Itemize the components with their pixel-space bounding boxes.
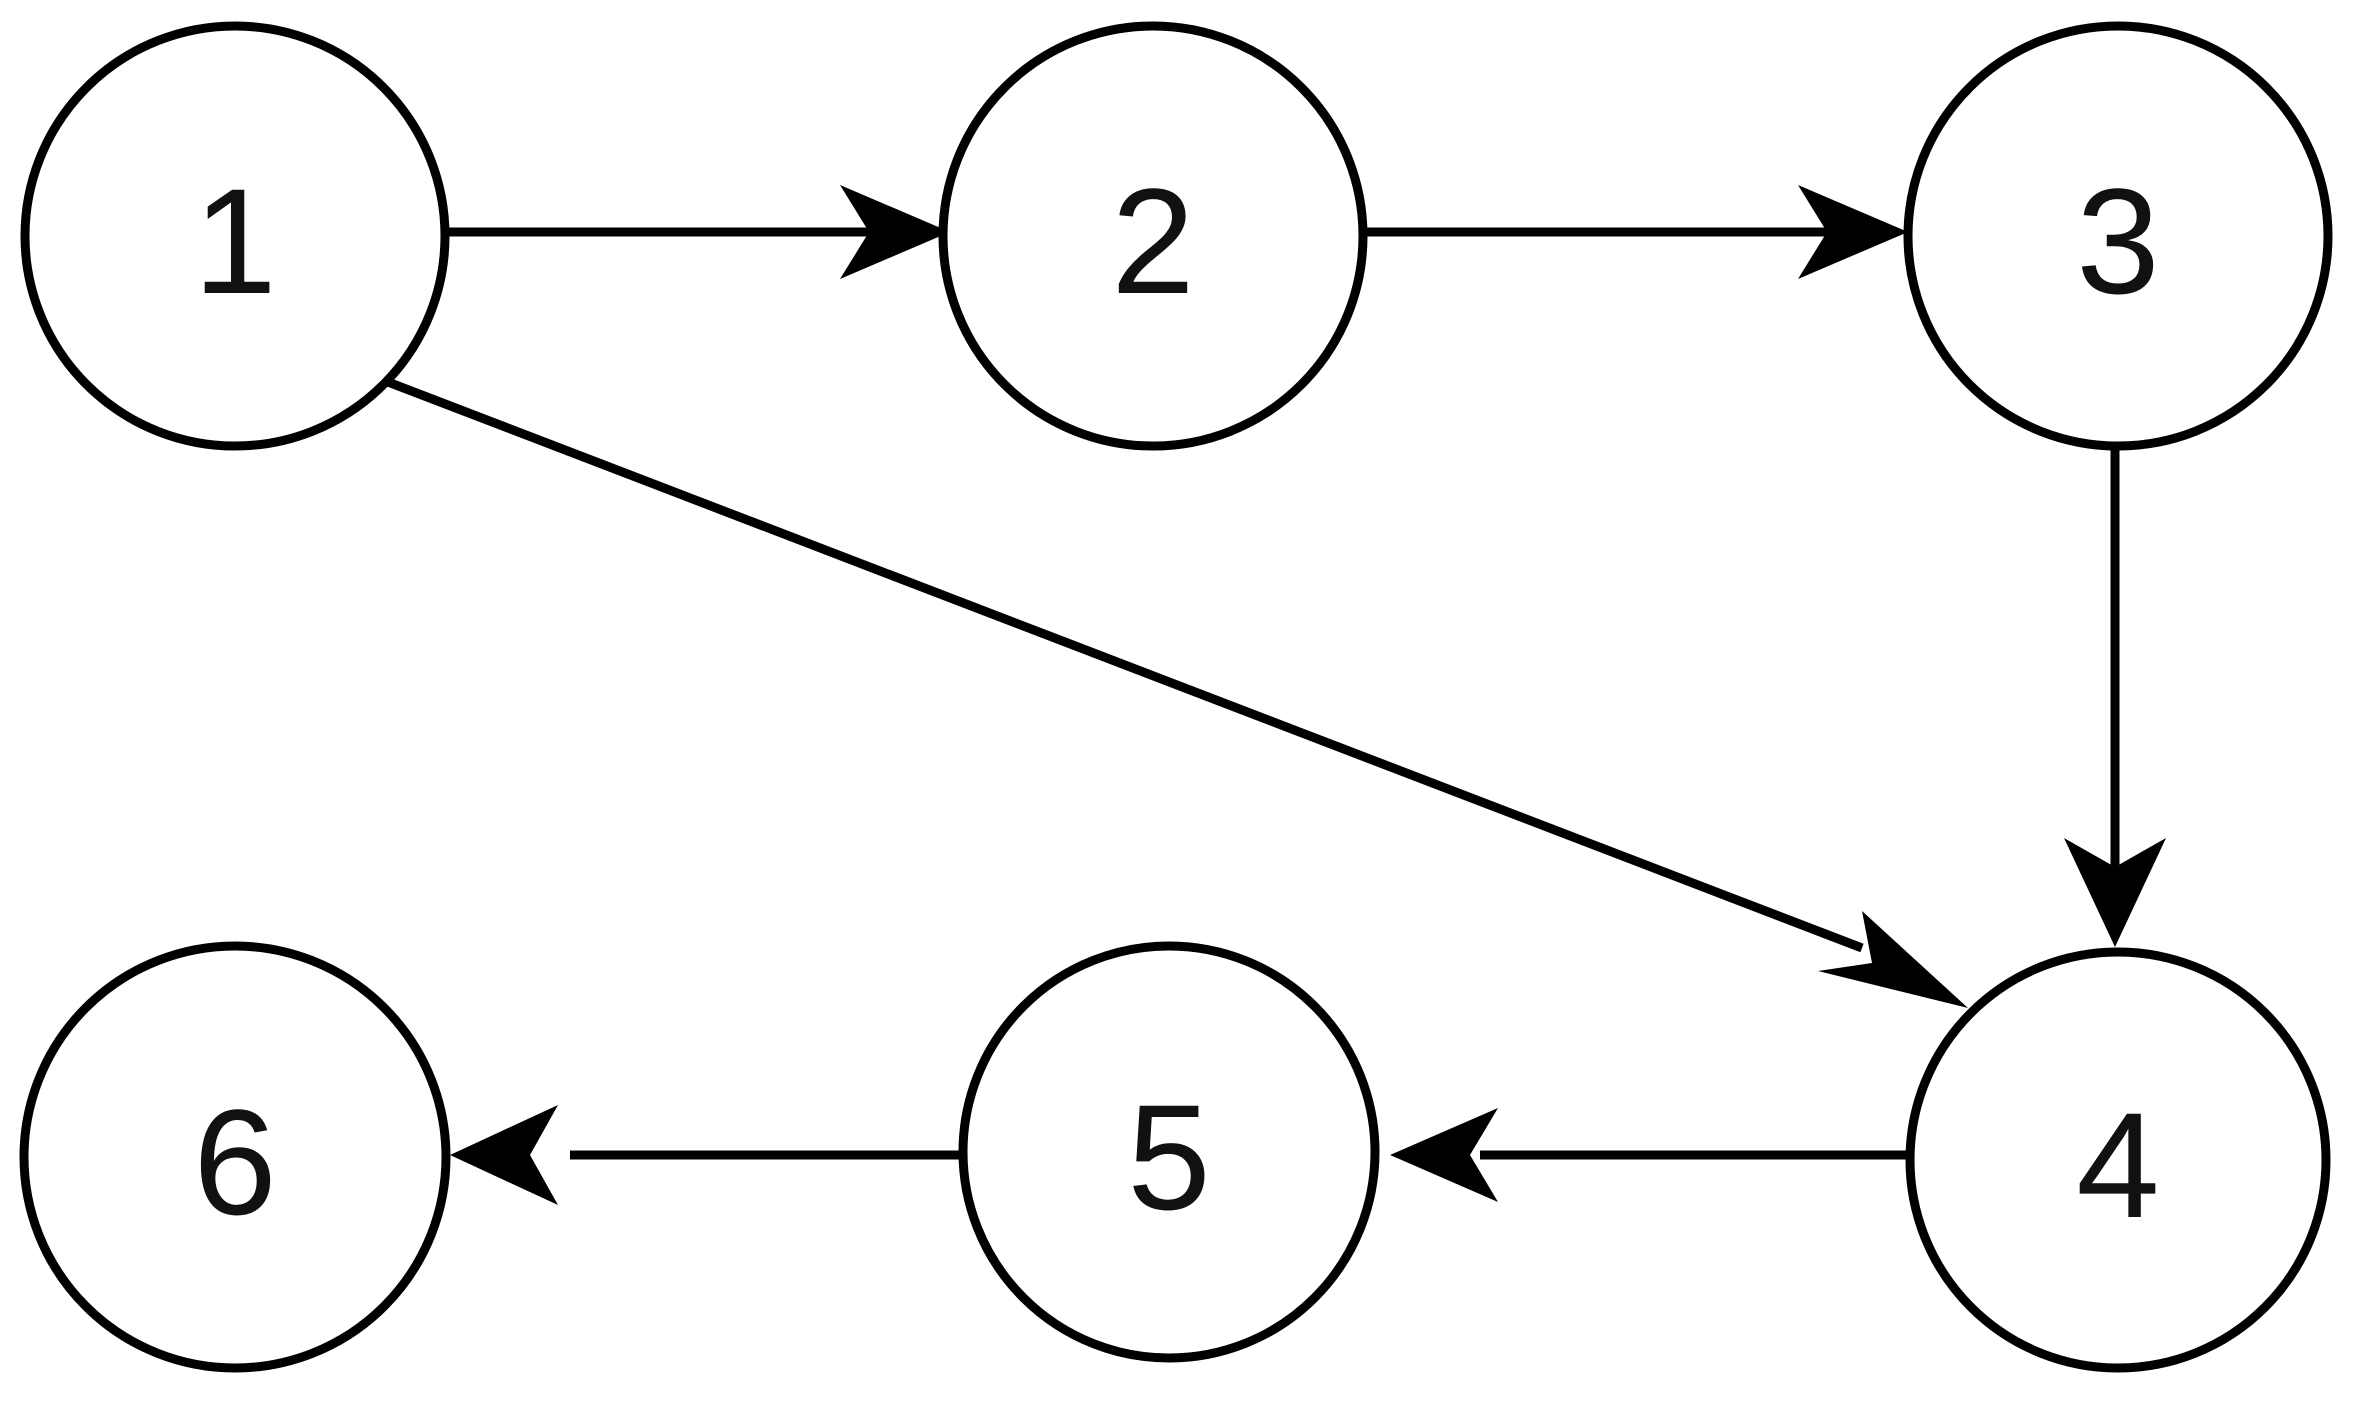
edge-2-to-3-arrowhead (1798, 185, 1908, 279)
node-5[interactable]: 5 (958, 941, 1380, 1363)
node-3-circle[interactable] (1903, 21, 2333, 451)
edge-3-to-4 (2064, 446, 2166, 947)
node-1-circle[interactable] (20, 21, 450, 451)
edge-4-to-5-arrowhead (1390, 1108, 1498, 1202)
node-6[interactable]: 6 (19, 941, 451, 1373)
edge-3-to-4-arrowhead (2064, 838, 2166, 947)
node-2-circle[interactable] (938, 21, 1368, 451)
node-3-label: 3 (2076, 157, 2159, 325)
edge-5-to-6 (450, 1105, 963, 1205)
node-1-label: 1 (193, 157, 276, 325)
node-4[interactable]: 4 (1905, 947, 2331, 1373)
edge-1-to-2 (447, 185, 950, 279)
node-6-circle[interactable] (19, 941, 451, 1373)
edge-5-to-6-arrowhead (450, 1105, 558, 1205)
edge-1-to-4 (386, 377, 1968, 1008)
node-4-circle[interactable] (1905, 947, 2331, 1373)
node-2[interactable]: 2 (938, 21, 1368, 451)
edge-1-to-4-line (386, 377, 1864, 953)
node-5-label: 5 (1127, 1073, 1210, 1241)
node-1[interactable]: 1 (20, 21, 450, 451)
node-4-label: 4 (2076, 1081, 2159, 1249)
node-6-label: 6 (193, 1078, 276, 1246)
edge-2-to-3 (1360, 185, 1908, 279)
edge-4-to-5 (1390, 1108, 1910, 1202)
node-2-label: 2 (1111, 157, 1194, 325)
edge-1-to-2-arrowhead (840, 185, 950, 279)
node-3[interactable]: 3 (1903, 21, 2333, 451)
edge-1-to-4-arrowhead (1818, 911, 1968, 1008)
node-5-circle[interactable] (958, 941, 1380, 1363)
